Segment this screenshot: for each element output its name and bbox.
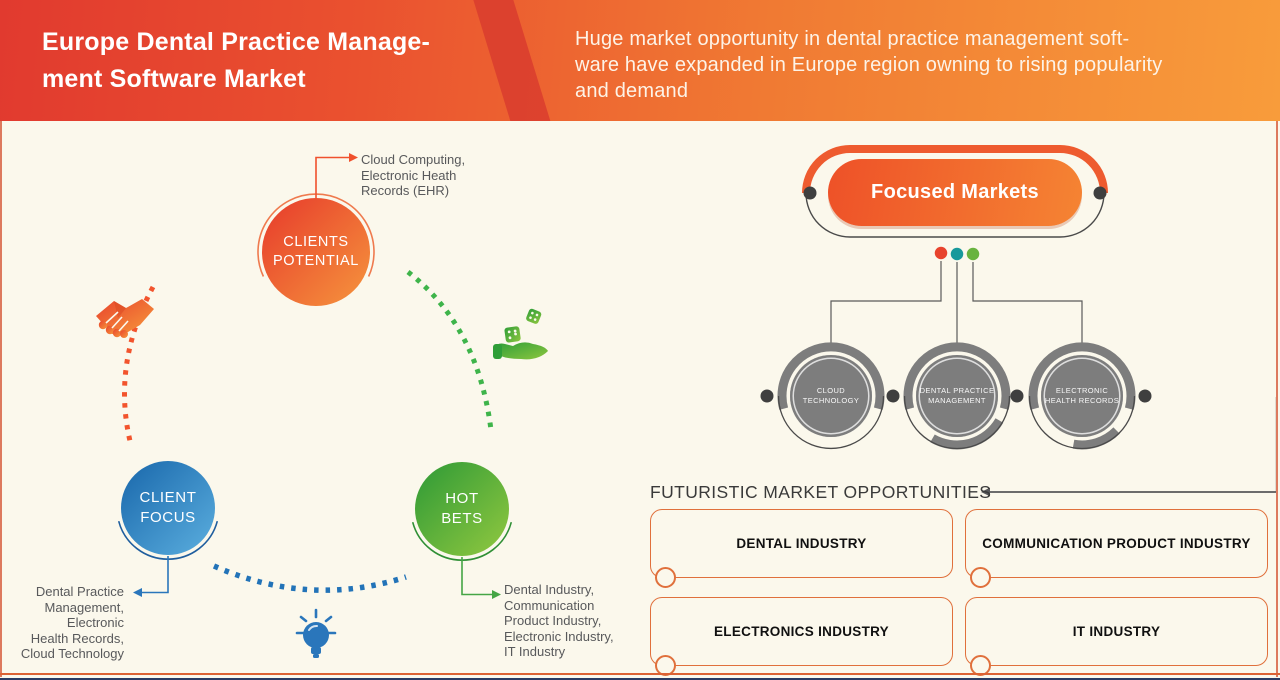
client-focus-annotation: Dental Practice Management, Electronic H…	[20, 584, 124, 661]
page-border-bottom	[0, 673, 1280, 675]
potential-connector	[315, 153, 358, 198]
box-corner-node	[655, 655, 676, 676]
focused-markets-frame	[802, 145, 1108, 238]
clients-potential-annotation: Cloud Computing, Electronic Heath Record…	[361, 152, 466, 198]
opportunity-box-electronics-industry: ELECTRONICS INDUSTRY	[650, 597, 953, 676]
opportunity-label: DENTAL INDUSTRY	[736, 536, 867, 551]
node-electronic-health-records-label: ELECTRONIC HEALTH RECORDS	[1044, 386, 1120, 405]
dotted-arc-blue	[212, 563, 407, 593]
client-focus-label: CLIENT FOCUS	[139, 489, 197, 526]
opportunities-arrow	[981, 397, 1278, 497]
page-subtitle: Huge market opportunity in dental practi…	[575, 28, 1163, 102]
node-cloud-technology-label: CLOUD TECHNOLOGY	[802, 386, 860, 405]
opportunity-box-it-industry: IT INDUSTRY	[965, 597, 1268, 676]
page-title: Europe Dental Practice Manage- ment Soft…	[42, 28, 431, 93]
gray-node-arcs	[760, 342, 1152, 450]
page-footer-bar	[0, 678, 1280, 680]
box-corner-node	[655, 567, 676, 588]
client-focus-bubble: CLIENT FOCUS	[121, 461, 215, 555]
opportunity-label: ELECTRONICS INDUSTRY	[713, 624, 889, 639]
node-electronic-health-records: ELECTRONIC HEALTH RECORDS	[1041, 355, 1123, 437]
opportunity-box-communication-product-industry: COMMUNICATION PRODUCT INDUSTRY	[965, 509, 1268, 588]
hot-bets-label: HOT BETS	[441, 490, 483, 527]
page-border-left	[0, 121, 2, 677]
bets-connector	[461, 557, 501, 599]
dice-hand-icon	[493, 308, 548, 360]
dotted-arc-green	[406, 270, 494, 431]
focused-markets-title: Focused Markets	[871, 181, 1039, 203]
node-dental-practice-management-label: DENTAL PRACTICE MANAGEMENT	[919, 386, 995, 405]
page-border-right	[1276, 121, 1278, 677]
clients-potential-label: CLIENTS POTENTIAL	[273, 234, 359, 269]
handshake-icon	[96, 299, 154, 338]
clients-potential-bubble: CLIENTS POTENTIAL	[262, 198, 370, 306]
header-banner: Europe Dental Practice Manage- ment Soft…	[0, 0, 1280, 121]
node-dental-practice-management: DENTAL PRACTICE MANAGEMENT	[916, 355, 998, 437]
opportunities-heading: FUTURISTIC MARKET OPPORTUNITIES	[650, 482, 992, 502]
dotted-arc-orange	[122, 285, 156, 442]
opportunity-box-dental-industry: DENTAL INDUSTRY	[650, 509, 953, 588]
branch-connectors	[830, 245, 1083, 351]
focused-markets-pill: Focused Markets	[828, 159, 1082, 226]
hot-bets-annotation: Dental Industry, Communication Product I…	[504, 582, 614, 659]
box-corner-node	[970, 655, 991, 676]
header-divider	[471, 0, 553, 121]
box-corner-node	[970, 567, 991, 588]
focus-connector	[133, 556, 169, 597]
hot-bets-bubble: HOT BETS	[415, 462, 509, 556]
opportunity-label: COMMUNICATION PRODUCT INDUSTRY	[982, 536, 1251, 551]
node-cloud-technology: CLOUD TECHNOLOGY	[790, 355, 872, 437]
lightbulb-icon	[295, 608, 337, 658]
opportunity-label: IT INDUSTRY	[1072, 624, 1161, 639]
